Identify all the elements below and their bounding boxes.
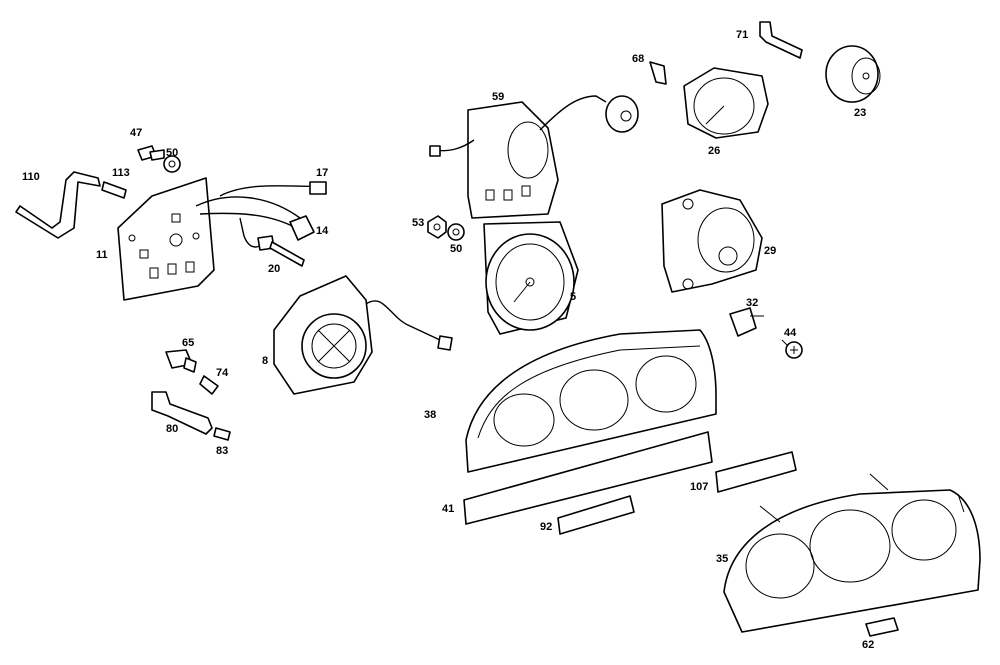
part-11-circuit-board <box>117 177 215 301</box>
part-41-trim-bar <box>463 431 713 525</box>
callout-label: 50 <box>450 243 462 255</box>
callout-label: 59 <box>492 91 504 103</box>
callout-label: 5 <box>570 291 576 303</box>
part-62-bulb <box>865 617 899 637</box>
callout-label: 83 <box>216 445 228 457</box>
callout-label: 92 <box>540 521 552 533</box>
part-38-cluster-housing <box>465 329 717 473</box>
callout-label: 107 <box>690 481 708 493</box>
part-26-tachometer <box>683 67 769 139</box>
callout-label: 68 <box>632 53 644 65</box>
part-44-screw <box>781 339 803 359</box>
part-68-screw <box>649 61 667 85</box>
callout-label: 65 <box>182 337 194 349</box>
callout-label: 11 <box>96 249 108 261</box>
part-53-nut <box>427 215 447 239</box>
part-83-small-bulb <box>213 427 231 441</box>
callout-label: 71 <box>736 29 748 41</box>
part-113-pin <box>101 181 127 199</box>
part-14-connector <box>289 215 315 241</box>
callout-label: 20 <box>268 263 280 275</box>
part-32-clip <box>729 307 764 337</box>
callout-label: 41 <box>442 503 454 515</box>
callout-label: 113 <box>112 167 130 179</box>
part-8-gauge-panel <box>273 275 453 395</box>
part-17-bulb-holder <box>309 181 327 195</box>
sensor-part-59 <box>605 95 639 133</box>
part-23-clock <box>825 45 881 103</box>
part-29-combination-gauge <box>661 189 763 293</box>
callout-label: 44 <box>784 327 797 339</box>
part-59-rear-panel <box>429 95 607 219</box>
callout-label: 29 <box>764 245 776 257</box>
part-50-washer-right <box>447 223 465 241</box>
callout-label: 38 <box>424 409 436 421</box>
callout-label: 47 <box>130 127 142 139</box>
part-65-bulb-socket <box>165 349 197 373</box>
callout-label: 8 <box>262 355 268 367</box>
part-74-bulb <box>199 375 219 395</box>
part-50-washer-left <box>163 155 181 173</box>
part-71-pin <box>759 21 803 59</box>
part-47-screw <box>137 145 165 161</box>
part-107-circuit-strip <box>715 451 797 493</box>
callout-label: 110 <box>22 171 40 183</box>
part-35-front-bezel <box>723 473 981 633</box>
callout-label: 17 <box>316 167 328 179</box>
callout-label: 62 <box>862 639 874 651</box>
part-20-bulb-holder <box>257 235 305 267</box>
callout-label: 35 <box>716 553 728 565</box>
part-80-sender-unit <box>151 391 213 435</box>
part-110-bent-rod <box>15 171 101 239</box>
callout-label: 32 <box>746 297 758 309</box>
part-5-speedometer <box>483 221 579 335</box>
part-92-circuit-strip <box>557 495 635 535</box>
callout-label: 26 <box>708 145 720 157</box>
callout-label: 23 <box>854 107 866 119</box>
callout-label: 80 <box>166 423 178 435</box>
callout-label: 53 <box>412 217 424 229</box>
callout-label: 50 <box>166 147 178 159</box>
callout-label: 14 <box>316 225 329 237</box>
callout-label: 74 <box>216 367 229 379</box>
